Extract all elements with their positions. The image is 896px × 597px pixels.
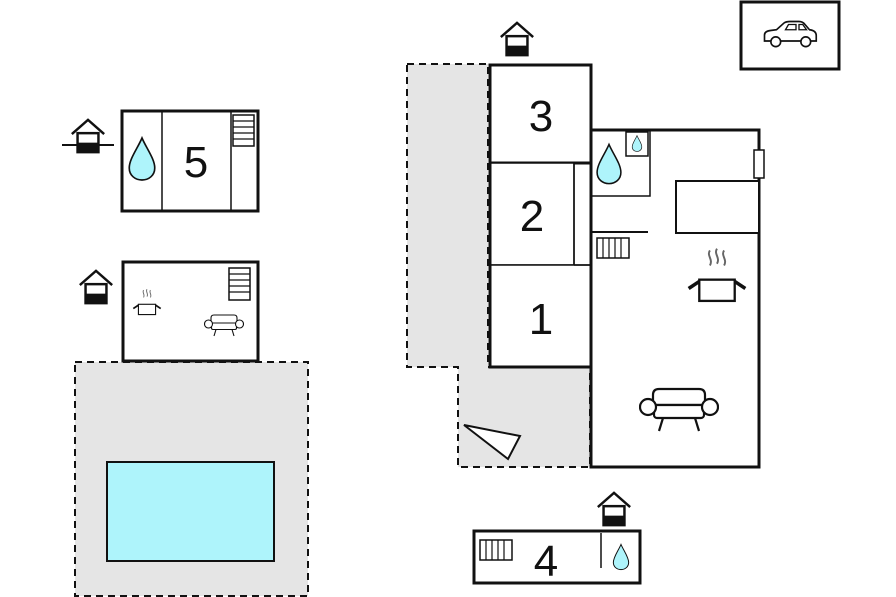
terrace-main	[406, 63, 591, 468]
room-number-1: 1	[529, 295, 553, 344]
house-entrance-icon	[596, 491, 632, 527]
bathroom-wall	[591, 130, 651, 197]
house-entrance-icon	[78, 269, 114, 305]
room-2	[489, 162, 575, 266]
swimming-pool	[106, 461, 275, 562]
room-number-2: 2	[520, 192, 544, 241]
bedroom-wing-wall	[488, 63, 593, 369]
terrace-triangle	[463, 424, 522, 461]
room-number-5: 5	[184, 138, 208, 187]
kitchen-counter	[675, 180, 760, 234]
room-number-3: 3	[529, 92, 553, 141]
room-number-4: 4	[534, 537, 558, 586]
house-entrance-icon	[70, 118, 106, 154]
window-icon	[753, 149, 765, 179]
stairs-icon	[232, 114, 255, 147]
radiator-icon	[596, 237, 630, 259]
house-entrance-icon	[499, 21, 535, 57]
radiator-icon	[479, 539, 513, 561]
stairs-icon	[228, 267, 251, 301]
room-1	[489, 264, 592, 368]
